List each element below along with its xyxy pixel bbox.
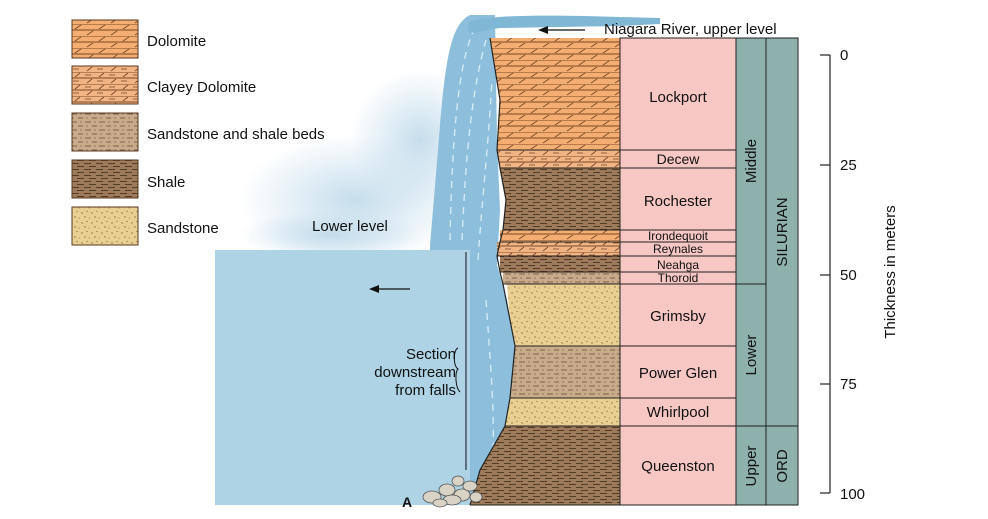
lower-level-label: Lower level (312, 218, 388, 235)
layer-lockport (490, 38, 620, 150)
section-label-line-2: downstream (374, 364, 456, 381)
system-column: SILURIAN ORD (765, 37, 799, 506)
lower-river-water (215, 250, 470, 505)
formation-power-glen: Power Glen (639, 365, 717, 382)
formation-reynales: Reynales (653, 242, 703, 256)
formation-thoroid: Thoroid (658, 271, 699, 285)
layer-irondequoit (500, 230, 620, 242)
layer-neahga (500, 256, 620, 272)
talus-boulders (422, 475, 483, 508)
formation-decew: Decew (657, 151, 701, 167)
formation-queenston: Queenston (641, 458, 714, 475)
layer-reynales (497, 242, 620, 256)
series-middle: Middle (743, 139, 760, 183)
layer-whirlpool (505, 398, 620, 426)
formation-lockport: Lockport (649, 89, 707, 106)
legend-swatch-sandstone (71, 206, 139, 246)
series-upper: Upper (743, 446, 760, 487)
waterfall-highlight (449, 27, 494, 471)
formation-grimsby: Grimsby (650, 308, 706, 325)
layer-boundaries (470, 149, 620, 506)
scale-tick-50: 50 (840, 267, 857, 284)
formation-column: Lockport Decew Rochester Irondequoit Rey… (619, 37, 737, 506)
point-a-label: A (402, 494, 412, 510)
legend-label-sandstone-shale: Sandstone and shale beds (147, 126, 325, 143)
layer-queenston (470, 426, 620, 505)
section-label-line-1: Section (406, 346, 456, 363)
system-ord: ORD (774, 449, 791, 483)
series-column: Middle Lower Upper (735, 37, 767, 506)
river-annotations: Niagara River, upper level Lower level (312, 21, 777, 293)
rock-column (469, 37, 620, 506)
scale-tick-75: 75 (840, 376, 857, 393)
legend-swatch-dolomite (71, 19, 139, 59)
formation-neahga: Neahga (657, 258, 699, 272)
section-marker: Section downstream from falls A (374, 252, 467, 510)
legend-label-shale: Shale (147, 174, 185, 191)
cliff-profile (469, 37, 516, 506)
layer-rochester (500, 168, 620, 230)
upper-river-surface (468, 15, 660, 33)
layer-thoroid (503, 272, 620, 284)
legend-label-sandstone: Sandstone (147, 220, 219, 237)
legend-label-clayey-dolomite: Clayey Dolomite (147, 79, 256, 96)
formation-rochester: Rochester (644, 193, 712, 210)
layer-decew (497, 150, 620, 168)
upper-river-label: Niagara River, upper level (604, 21, 777, 38)
layer-power-glen (510, 346, 620, 398)
formation-irondequoit: Irondequoit (648, 229, 709, 243)
scale-tick-0: 0 (840, 47, 848, 64)
waterfall (430, 15, 515, 500)
legend-swatch-sandstone-shale (71, 112, 139, 152)
scale-axis-label: Thickness in meters (882, 205, 899, 338)
scale-tick-100: 100 (840, 486, 865, 503)
thickness-scale: 0 25 50 75 100 Thickness in meters (820, 47, 899, 503)
legend-swatch-shale (71, 159, 139, 199)
legend-swatch-clayey-dolomite (71, 65, 139, 105)
system-silurian: SILURIAN (774, 197, 791, 266)
formation-whirlpool: Whirlpool (647, 404, 710, 421)
series-lower: Lower (743, 335, 760, 376)
layer-grimsby (507, 284, 620, 346)
section-label-line-3: from falls (395, 382, 456, 399)
scale-tick-25: 25 (840, 157, 857, 174)
legend-label-dolomite: Dolomite (147, 33, 206, 50)
legend: Dolomite Clayey Dolomite Sandstone and s… (71, 19, 325, 246)
